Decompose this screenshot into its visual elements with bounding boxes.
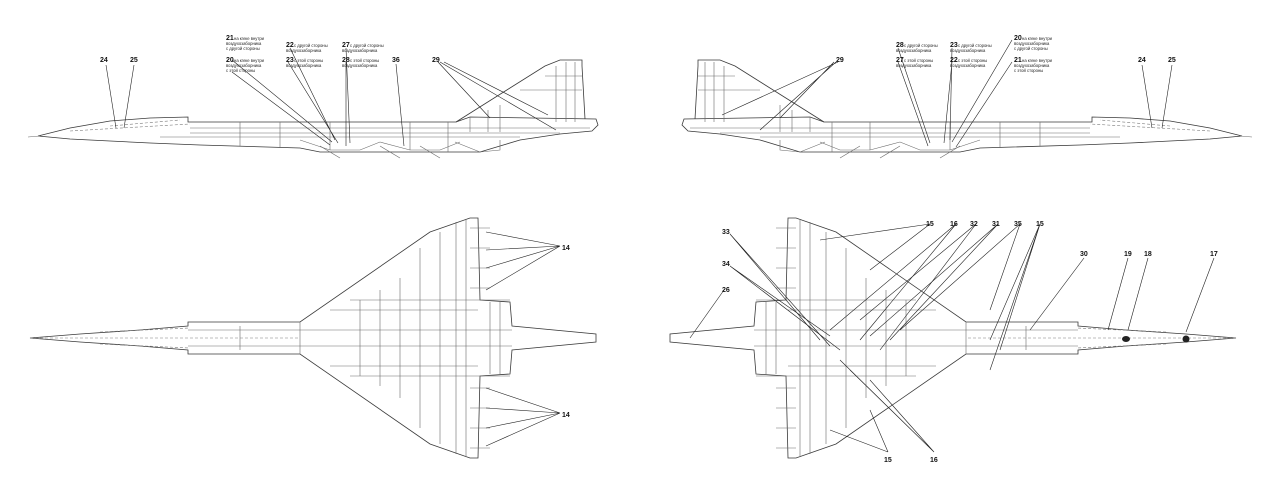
note-28-right-1: с другой стороны xyxy=(904,43,938,48)
note-20-right-2: воздухозаборника xyxy=(1014,41,1050,46)
note-22-right-1: с этой стороны xyxy=(958,58,987,63)
callout-25-left: 25 xyxy=(130,57,138,64)
callout-24-left: 24 xyxy=(100,57,108,64)
plan-view-left xyxy=(29,217,597,459)
plan-view-right xyxy=(669,217,1237,459)
leaders-plan-right xyxy=(689,223,1215,453)
callout-14-bottom: 14 xyxy=(562,412,570,419)
callout-36-left: 36 xyxy=(392,57,400,64)
note-20-left-1: на кгеке внутри xyxy=(234,58,265,63)
leaders-plan-left xyxy=(485,231,561,447)
note-21-right-3: с этой стороны xyxy=(1014,68,1043,73)
callout-25-right: 25 xyxy=(1168,57,1176,64)
leaders-side-right xyxy=(721,39,1173,148)
callout-33: 33 xyxy=(722,229,730,236)
note-22-right-2: воздухозаборника xyxy=(950,63,986,68)
note-21-left-3: с другой стороны xyxy=(226,46,260,51)
callout-29-left: 29 xyxy=(432,57,440,64)
callout-17: 17 xyxy=(1210,251,1218,258)
callout-23-left: 23 xyxy=(286,57,294,64)
callout-16-b: 16 xyxy=(930,457,938,464)
callout-29-right: 29 xyxy=(836,57,844,64)
note-23-right-2: воздухозаборника xyxy=(950,48,986,53)
callout-21-right: 21 xyxy=(1014,57,1022,64)
callout-18: 18 xyxy=(1144,251,1152,258)
callout-22-left: 22 xyxy=(286,42,294,49)
leaders-side-left xyxy=(105,47,557,147)
note-23-left-2: воздухозаборника xyxy=(286,63,322,68)
note-28-left-2: воздухозаборника xyxy=(342,63,378,68)
note-23-left-1: с этой стороны xyxy=(294,58,323,63)
callout-22-right: 22 xyxy=(950,57,958,64)
callout-27-right: 27 xyxy=(896,57,904,64)
note-27-right-2: воздухозаборника xyxy=(896,63,932,68)
marking-dot-18 xyxy=(1122,336,1130,342)
callout-15-a: 15 xyxy=(926,221,934,228)
callout-15-c: 15 xyxy=(884,457,892,464)
note-21-right-2: воздухозаборника xyxy=(1014,63,1050,68)
callout-31: 31 xyxy=(992,221,1000,228)
note-22-left-1: с другой стороны xyxy=(294,43,328,48)
callout-15-b: 15 xyxy=(1036,221,1044,228)
note-20-right-1: на кгеке внутри xyxy=(1022,36,1053,41)
callout-32: 32 xyxy=(970,221,978,228)
note-23-right-1: с другой стороны xyxy=(958,43,992,48)
callout-19: 19 xyxy=(1124,251,1132,258)
note-27-right-1: с этой стороны xyxy=(904,58,933,63)
side-view-right xyxy=(681,59,1253,159)
side-view-left xyxy=(27,59,599,159)
callout-30: 30 xyxy=(1080,251,1088,258)
note-20-left-2: воздухозаборника xyxy=(226,63,262,68)
marking-dot-17 xyxy=(1182,335,1190,343)
callout-27-left: 27 xyxy=(342,42,350,49)
notes: на кгеке внутри воздухозаборника с друго… xyxy=(226,36,1053,73)
callout-28-right: 28 xyxy=(896,42,904,49)
callout-20-left: 20 xyxy=(226,57,234,64)
callout-26: 26 xyxy=(722,287,730,294)
callout-21-left: 21 xyxy=(226,35,234,42)
note-21-right-1: на кгеке внутри xyxy=(1022,58,1053,63)
note-28-right-2: воздухозаборника xyxy=(896,48,932,53)
note-28-left-1: с этой стороны xyxy=(350,58,379,63)
note-22-left-2: воздухозаборника xyxy=(286,48,322,53)
note-27-left-1: с другой стороны xyxy=(350,43,384,48)
note-20-right-3: с другой стороны xyxy=(1014,46,1048,51)
note-27-left-2: воздухозаборника xyxy=(342,48,378,53)
callout-labels: 24 25 21 20 22 23 27 28 36 29 29 28 27 2… xyxy=(100,35,1218,464)
callout-16-a: 16 xyxy=(950,221,958,228)
callout-34: 34 xyxy=(722,261,730,268)
note-20-left-3: с этой стороны xyxy=(226,68,255,73)
callout-28-left: 28 xyxy=(342,57,350,64)
callout-35: 35 xyxy=(1014,221,1022,228)
callout-14-top: 14 xyxy=(562,245,570,252)
callout-24-right: 24 xyxy=(1138,57,1146,64)
callout-20-right: 20 xyxy=(1014,35,1022,42)
callout-23-right: 23 xyxy=(950,42,958,49)
note-21-left-1: на кгеке внутри xyxy=(234,36,265,41)
note-21-left-2: воздухозаборника xyxy=(226,41,262,46)
